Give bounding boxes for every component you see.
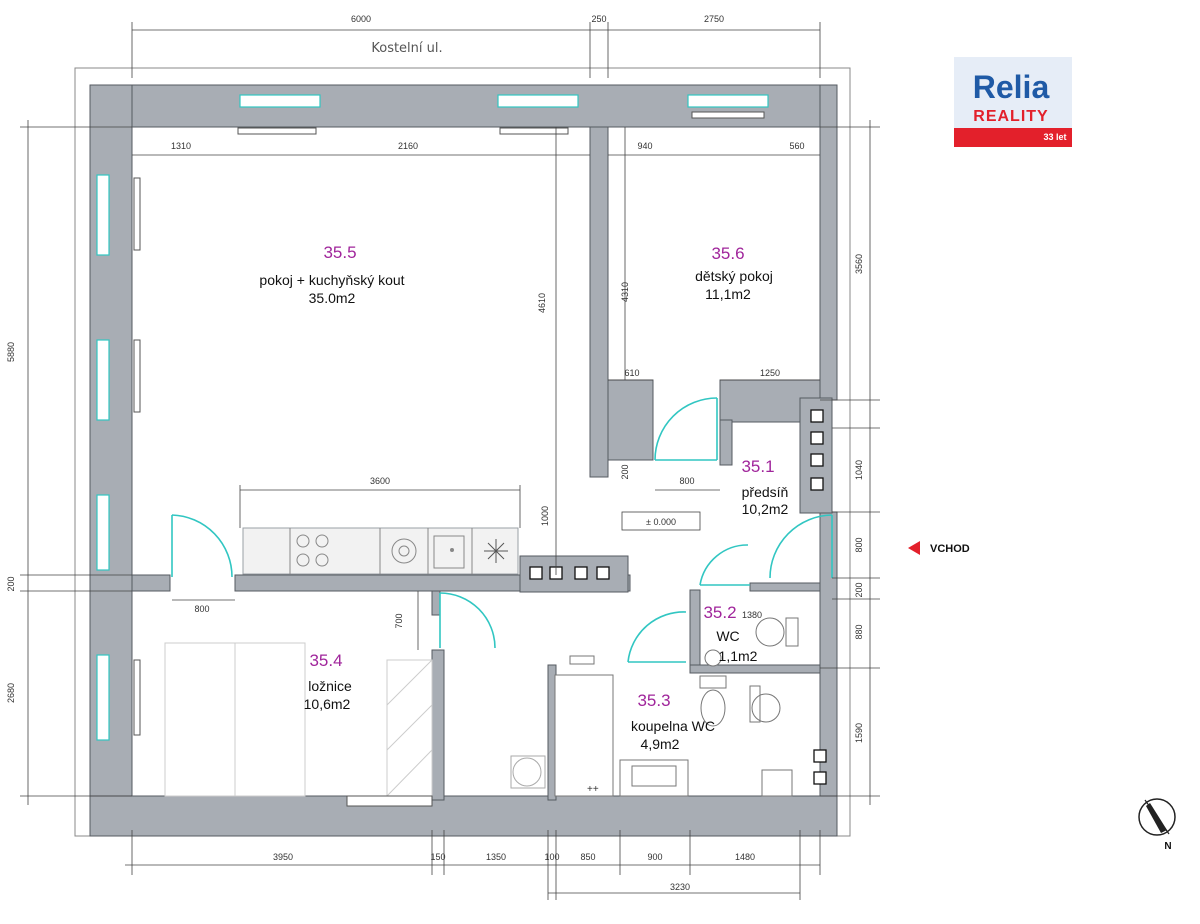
svg-text:1,1m2: 1,1m2 bbox=[719, 648, 758, 664]
svg-text:800: 800 bbox=[679, 476, 694, 486]
svg-text:6000: 6000 bbox=[351, 14, 371, 24]
svg-text:2680: 2680 bbox=[6, 683, 16, 703]
room-label-35-6: 35.6 dětský pokoj 11,1m2 bbox=[695, 244, 773, 302]
svg-text:1000: 1000 bbox=[540, 506, 550, 526]
level-marker: ± 0.000 bbox=[621, 511, 701, 531]
svg-text:10,6m2: 10,6m2 bbox=[304, 696, 351, 712]
svg-text:koupelna WC: koupelna WC bbox=[631, 718, 715, 734]
svg-text:4,9m2: 4,9m2 bbox=[641, 736, 680, 752]
svg-text:3950: 3950 bbox=[273, 852, 293, 862]
relia-logo: Relia REALITY 33 let bbox=[954, 57, 1072, 147]
dimension-labels: 6000 250 2750 1310 2160 940 560 5880 200… bbox=[6, 14, 864, 892]
svg-text:700: 700 bbox=[394, 613, 404, 628]
bathroom-fixtures: ++ bbox=[510, 655, 793, 797]
svg-text:800: 800 bbox=[854, 537, 864, 552]
walls bbox=[89, 84, 838, 837]
svg-text:ložnice: ložnice bbox=[308, 678, 352, 694]
bedroom-furniture bbox=[164, 642, 433, 807]
svg-text:REALITY: REALITY bbox=[973, 108, 1048, 125]
svg-text:1250: 1250 bbox=[760, 368, 780, 378]
svg-text:880: 880 bbox=[854, 624, 864, 639]
svg-text:4310: 4310 bbox=[620, 282, 630, 302]
svg-text:35.6: 35.6 bbox=[711, 244, 744, 263]
svg-text:1040: 1040 bbox=[854, 460, 864, 480]
svg-text:940: 940 bbox=[637, 141, 652, 151]
svg-text:3560: 3560 bbox=[854, 254, 864, 274]
svg-text:4610: 4610 bbox=[537, 293, 547, 313]
entrance-marker: VCHOD bbox=[908, 541, 970, 555]
svg-text:VCHOD: VCHOD bbox=[930, 543, 970, 555]
vents bbox=[529, 409, 827, 785]
svg-text:5880: 5880 bbox=[6, 342, 16, 362]
room-label-35-1: 35.1 předsíň 10,2m2 bbox=[741, 457, 788, 517]
svg-text:10,2m2: 10,2m2 bbox=[742, 501, 789, 517]
svg-text:1380: 1380 bbox=[742, 610, 762, 620]
svg-text:2750: 2750 bbox=[704, 14, 724, 24]
svg-text:33 let: 33 let bbox=[1043, 132, 1066, 142]
svg-text:200: 200 bbox=[620, 464, 630, 479]
svg-text:560: 560 bbox=[789, 141, 804, 151]
plan-frame bbox=[74, 67, 851, 837]
svg-text:1310: 1310 bbox=[171, 141, 191, 151]
street-label: Kostelní ul. bbox=[371, 41, 442, 56]
svg-text:++: ++ bbox=[587, 784, 599, 795]
dimension-lines bbox=[20, 22, 880, 900]
svg-text:1350: 1350 bbox=[486, 852, 506, 862]
svg-text:11,1m2: 11,1m2 bbox=[705, 286, 751, 302]
svg-text:150: 150 bbox=[430, 852, 445, 862]
north-compass-icon: N bbox=[1138, 798, 1176, 852]
svg-text:100: 100 bbox=[544, 852, 559, 862]
entrance-arrow-icon bbox=[908, 541, 920, 555]
svg-text:1480: 1480 bbox=[735, 852, 755, 862]
svg-text:35.1: 35.1 bbox=[741, 457, 774, 476]
svg-text:800: 800 bbox=[194, 604, 209, 614]
svg-text:35.0m2: 35.0m2 bbox=[309, 290, 356, 306]
svg-text:610: 610 bbox=[624, 368, 639, 378]
room-label-35-3: 35.3 koupelna WC 4,9m2 bbox=[631, 691, 715, 752]
svg-text:35.5: 35.5 bbox=[323, 243, 356, 262]
svg-text:dětský pokoj: dětský pokoj bbox=[695, 268, 773, 284]
svg-text:900: 900 bbox=[647, 852, 662, 862]
room-label-35-5: 35.5 pokoj + kuchyňský kout 35.0m2 bbox=[259, 243, 404, 306]
svg-text:35.2: 35.2 bbox=[703, 603, 736, 622]
svg-text:3600: 3600 bbox=[370, 476, 390, 486]
svg-text:200: 200 bbox=[854, 582, 864, 597]
svg-text:250: 250 bbox=[591, 14, 606, 24]
svg-text:850: 850 bbox=[580, 852, 595, 862]
svg-text:WC: WC bbox=[716, 628, 739, 644]
svg-text:předsíň: předsíň bbox=[742, 484, 789, 500]
svg-text:1590: 1590 bbox=[854, 723, 864, 743]
svg-text:Relia: Relia bbox=[973, 69, 1050, 105]
svg-text:N: N bbox=[1164, 841, 1171, 852]
kitchen-counter bbox=[242, 527, 519, 575]
svg-text:3230: 3230 bbox=[670, 882, 690, 892]
doors bbox=[171, 397, 833, 663]
windows bbox=[96, 94, 769, 741]
svg-text:200: 200 bbox=[6, 576, 16, 591]
svg-text:2160: 2160 bbox=[398, 141, 418, 151]
room-label-35-2: 35.2 WC 1,1m2 bbox=[703, 603, 757, 664]
svg-text:35.3: 35.3 bbox=[637, 691, 670, 710]
room-label-35-4: 35.4 ložnice 10,6m2 bbox=[304, 651, 352, 712]
svg-text:± 0.000: ± 0.000 bbox=[646, 517, 676, 527]
svg-text:35.4: 35.4 bbox=[309, 651, 342, 670]
wc-fixtures bbox=[704, 617, 799, 667]
svg-text:pokoj + kuchyňský kout: pokoj + kuchyňský kout bbox=[259, 272, 404, 288]
